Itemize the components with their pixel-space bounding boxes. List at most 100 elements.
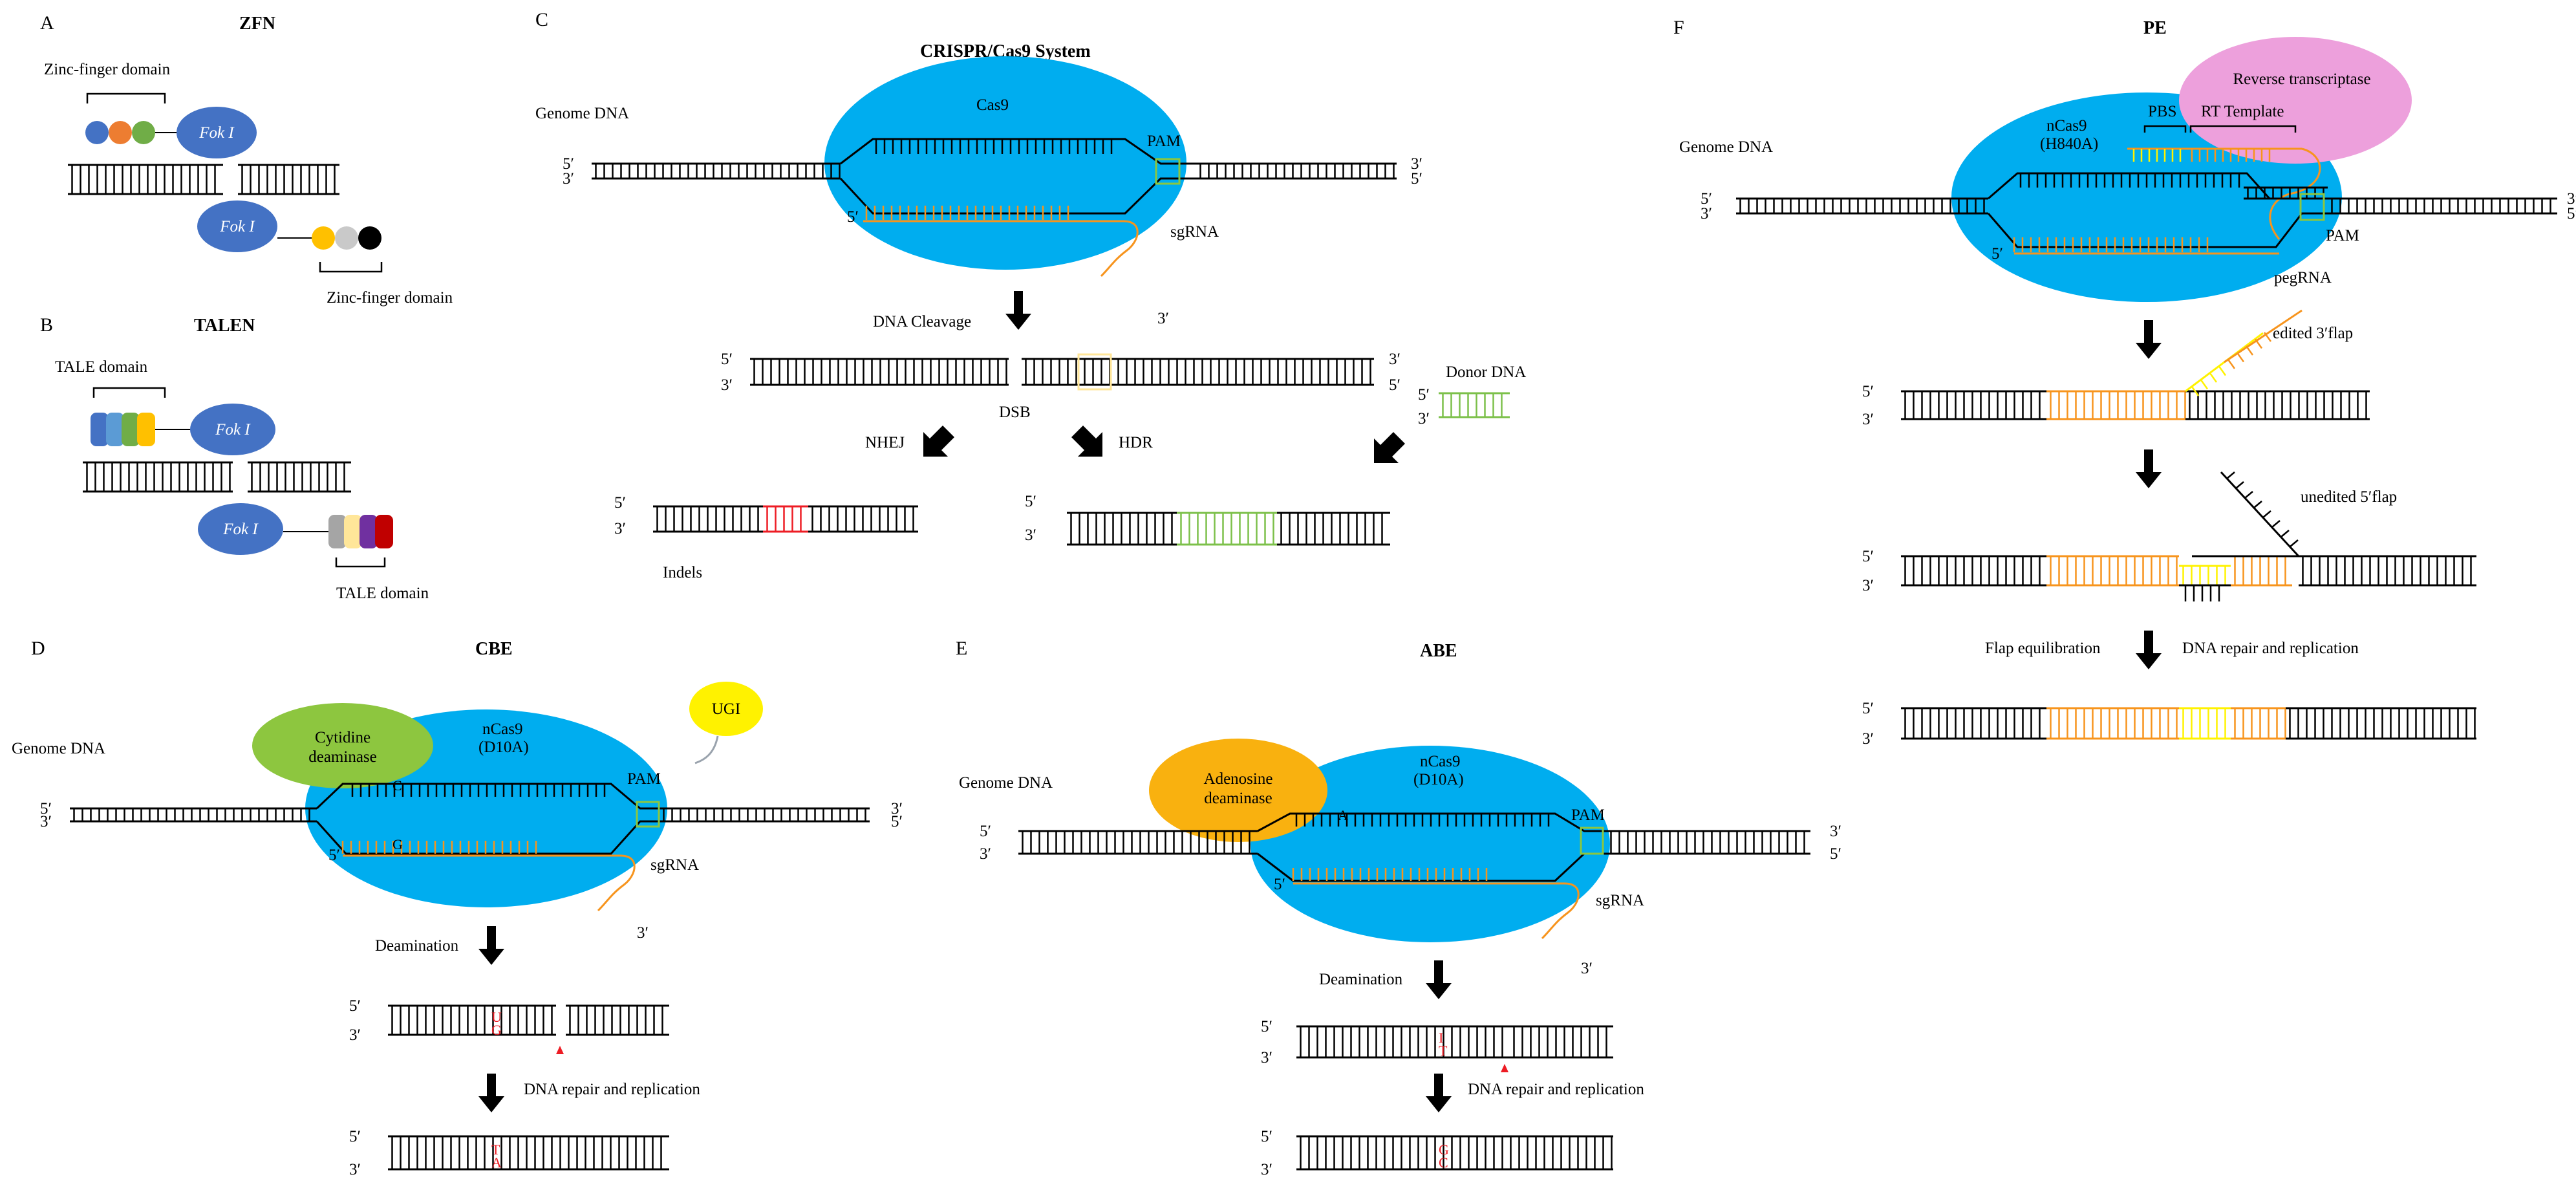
sgrna-tail bbox=[1100, 220, 1139, 277]
flap-base bbox=[2245, 345, 2254, 356]
down-arrow bbox=[1426, 1074, 1452, 1112]
strand-label: 3′ bbox=[1389, 351, 1401, 368]
strand-label: 3′ bbox=[891, 800, 903, 817]
strand-label: 5′ bbox=[349, 997, 361, 1015]
indels-label: Indels bbox=[663, 564, 702, 581]
cbe-sgrna-3prime: 3′ bbox=[637, 924, 649, 942]
flap-base bbox=[2191, 386, 2200, 396]
abe-sgrna: sgRNA bbox=[1596, 892, 1644, 909]
strand-label: 5′ bbox=[1991, 245, 2003, 263]
strand-label: 3′ bbox=[1261, 1049, 1272, 1066]
flap-base bbox=[2209, 373, 2218, 383]
abe-sgrna-3prime: 3′ bbox=[1581, 960, 1593, 977]
strand-label: 5′ bbox=[349, 1128, 361, 1145]
flap-base bbox=[2281, 530, 2290, 537]
strand-label: 3′ bbox=[614, 520, 626, 537]
strand-label: 3′ bbox=[1830, 823, 1841, 840]
zf-finger-grey bbox=[335, 226, 358, 250]
strand-label: 5′ bbox=[1025, 493, 1036, 510]
strand-label: 3′ bbox=[1025, 526, 1036, 544]
flap-base bbox=[2200, 379, 2209, 390]
pegrna-label: pegRNA bbox=[2274, 269, 2332, 287]
panel-e-genome: Genome DNA bbox=[959, 774, 1053, 792]
strand-label: 3′ bbox=[40, 813, 52, 830]
pe-pam: PAM bbox=[2326, 227, 2359, 244]
panel-c-letter: C bbox=[535, 9, 548, 30]
ugi-label: UGI bbox=[712, 700, 740, 718]
down-arrow bbox=[1426, 960, 1452, 999]
dna-strand bbox=[1257, 812, 1607, 832]
nick-marker bbox=[1501, 1064, 1508, 1072]
cas9-sgrna-3prime: 3′ bbox=[1157, 310, 1169, 327]
cytidine-deaminase-label-1: Cytidine bbox=[315, 729, 370, 746]
strand-label: 3′ bbox=[1701, 205, 1712, 222]
cas9-dna bbox=[592, 138, 1510, 546]
strand-label: G bbox=[392, 836, 403, 852]
cas9-ellipse bbox=[824, 56, 1186, 270]
pbs-bracket bbox=[2143, 125, 2187, 133]
strand-label: 5′ bbox=[563, 155, 574, 173]
dna-strand bbox=[840, 138, 1196, 165]
panel-a-letter: A bbox=[40, 12, 54, 34]
strand-label: 3′ bbox=[1862, 411, 1874, 428]
zf-finger-green bbox=[132, 121, 155, 144]
flap-base bbox=[2235, 481, 2244, 489]
abe-repair: DNA repair and replication bbox=[1468, 1081, 1644, 1098]
talen-dna bbox=[83, 461, 351, 493]
hdr-label: HDR bbox=[1119, 434, 1153, 451]
zf-finger-blue bbox=[85, 121, 109, 144]
panel-c-genome: Genome DNA bbox=[535, 105, 629, 122]
zf-finger-black bbox=[358, 226, 381, 250]
panel-d-title: CBE bbox=[475, 639, 513, 659]
pe-repair: DNA repair and replication bbox=[2182, 640, 2359, 657]
panel-f-letter: F bbox=[1673, 17, 1684, 38]
zf-finger-yellow bbox=[312, 226, 335, 250]
zf-domain-label-top: Zinc-finger domain bbox=[44, 61, 171, 78]
dna-strand bbox=[1988, 172, 2271, 200]
flap-base bbox=[2226, 471, 2235, 479]
strand-label: 5′ bbox=[614, 494, 626, 512]
flap-base bbox=[2236, 352, 2245, 363]
cbe-sgrna: sgRNA bbox=[650, 856, 699, 874]
abe-deamination: Deamination bbox=[1319, 971, 1403, 988]
panel-c: C CRISPR/Cas9 System Genome DNA Cas9 PAM… bbox=[535, 9, 1526, 581]
pam-box bbox=[2299, 193, 2325, 221]
diagonal-arrow bbox=[1071, 426, 1102, 457]
strand-label: 3′ bbox=[721, 376, 733, 394]
adenosine-deaminase-ellipse bbox=[1149, 739, 1327, 842]
strand-label: 3′ bbox=[349, 1026, 361, 1044]
strand-label: G bbox=[491, 1022, 502, 1038]
cas9-pam-label: PAM bbox=[1147, 133, 1181, 150]
cas9-sgrna-label: sgRNA bbox=[1170, 223, 1219, 241]
cbe-ncas9: nCas9 bbox=[482, 720, 523, 738]
panel-d: D CBE Genome DNA Cytidine deaminase nCas… bbox=[12, 638, 870, 1171]
strand-label: A bbox=[491, 1154, 502, 1171]
reverse-transcriptase-ellipse bbox=[2179, 37, 2412, 164]
pe-ncas9: nCas9 bbox=[2046, 117, 2087, 135]
down-arrow bbox=[1005, 291, 1031, 330]
pam-box bbox=[636, 801, 660, 828]
abe-mut: (D10A) bbox=[1413, 771, 1464, 788]
strand-label: 5′ bbox=[2567, 205, 2576, 222]
panel-e-letter: E bbox=[956, 638, 967, 659]
strand-label: 3′ bbox=[1862, 577, 1874, 594]
dna-strand bbox=[839, 177, 1196, 215]
strand-label: T bbox=[1439, 1043, 1448, 1059]
zf-bracket-top bbox=[86, 92, 166, 103]
pe-dna bbox=[1736, 125, 2557, 740]
strand-label: 5′ bbox=[1830, 845, 1841, 863]
strand-label: C bbox=[1439, 1154, 1448, 1171]
strand-label: 3′ bbox=[349, 1161, 361, 1178]
strand-label: 5′ bbox=[328, 847, 340, 864]
pam-box bbox=[1580, 827, 1604, 855]
cas9-label: Cas9 bbox=[976, 96, 1009, 114]
dna-strand bbox=[316, 820, 660, 855]
flap-base bbox=[2271, 520, 2281, 528]
strand-label: 5′ bbox=[1701, 190, 1712, 208]
abe-pam: PAM bbox=[1571, 806, 1605, 824]
talen-fok-bottom: Fok I bbox=[222, 521, 259, 538]
dna-strand bbox=[316, 783, 660, 810]
flap-base bbox=[2254, 338, 2263, 349]
strand-label: 5′ bbox=[1862, 383, 1874, 400]
